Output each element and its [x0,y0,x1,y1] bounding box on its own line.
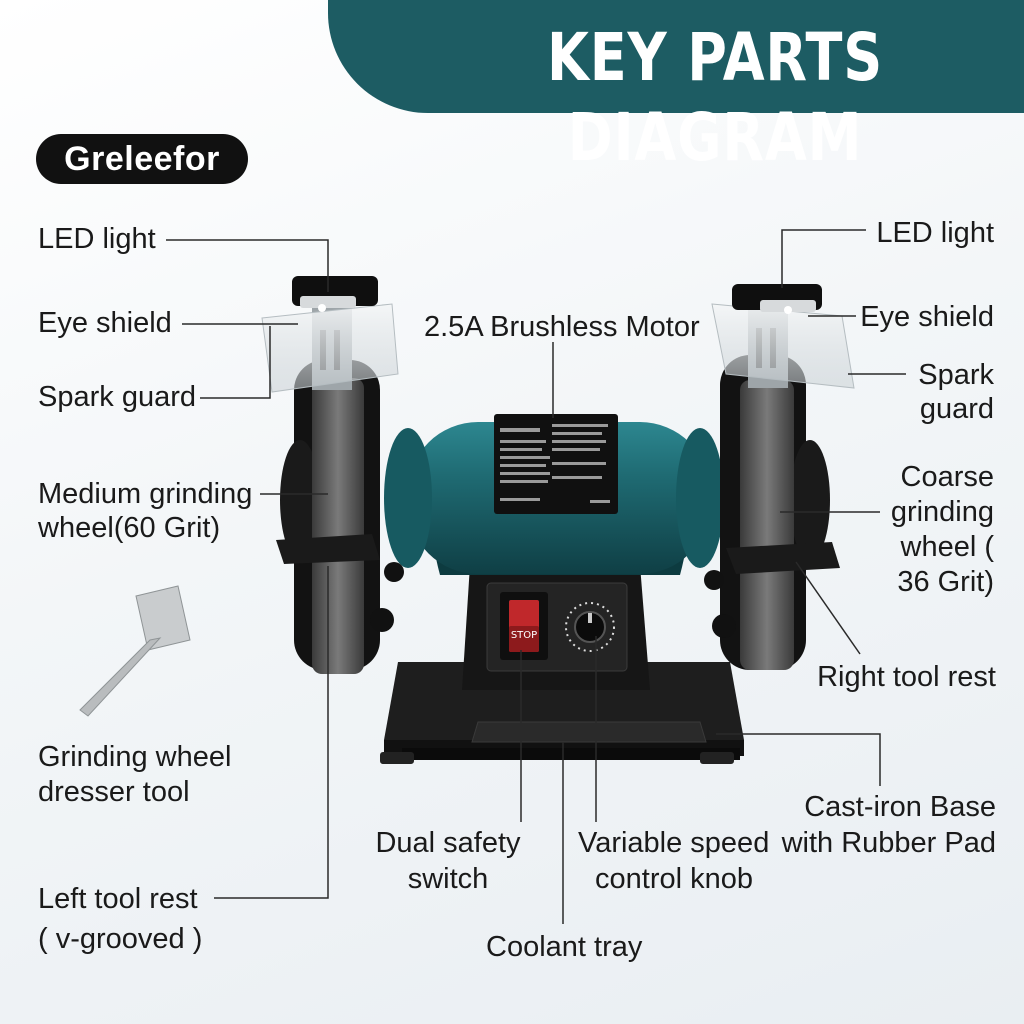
label-coolant-tray: Coolant tray [486,931,643,963]
label-base-line1: Cast-iron Base [804,791,996,823]
label-dresser-line2: dresser tool [38,776,190,808]
label-medium-wheel-line2: wheel(60 Grit) [38,512,221,544]
label-coarse-line4: 36 Grit) [897,566,994,598]
left-led-light [292,276,378,312]
left-tool-rest [276,534,404,632]
label-left-rest-line1: Left tool rest [38,883,198,915]
coolant-tray [471,721,707,743]
label-coarse-line2: grinding [890,496,994,528]
label-right-tool-rest: Right tool rest [817,661,996,693]
speed-control-knob [565,602,615,652]
brushless-motor [384,414,724,575]
label-coarse-line1: Coarse [900,461,995,493]
callout-lines [166,229,906,924]
right-tool-rest [704,542,840,638]
left-eye-shield [261,300,399,393]
label-eye-shield-left: Eye shield [38,307,172,339]
page-title: KEY PARTS DIAGRAM [546,19,884,176]
control-housing [462,565,650,690]
dresser-tool [79,585,191,717]
label-motor: 2.5A Brushless Motor [424,311,700,343]
label-speed-line2: control knob [595,863,753,895]
label-spark-guard-right-line2: guard [919,393,994,425]
label-switch-line1: Dual safety [375,827,521,859]
label-left-rest-line2: ( v-grooved ) [38,923,203,955]
label-spark-guard-left: Spark guard [38,381,196,413]
label-led-light-left: LED light [38,223,156,255]
safety-switch: STOP [500,592,548,660]
label-dresser-line1: Grinding wheel [38,741,232,773]
label-spark-guard-right-line1: Spark [918,359,994,391]
right-eye-shield [711,298,855,389]
label-switch-line2: switch [407,863,489,895]
title-banner [328,0,1024,113]
label-led-light-right: LED light [876,217,994,249]
label-speed-line1: Variable speed [578,827,770,859]
svg-text:STOP: STOP [511,630,537,641]
brand-logo: Greleefor [36,134,248,184]
label-medium-wheel-line1: Medium grinding [38,478,253,510]
label-eye-shield-right: Eye shield [860,301,994,333]
label-coarse-line3: wheel ( [900,531,995,563]
coarse-grinding-wheel [740,380,794,670]
label-base-line2: with Rubber Pad [781,827,996,859]
medium-grinding-wheel [312,378,364,674]
right-led-light [732,284,822,314]
